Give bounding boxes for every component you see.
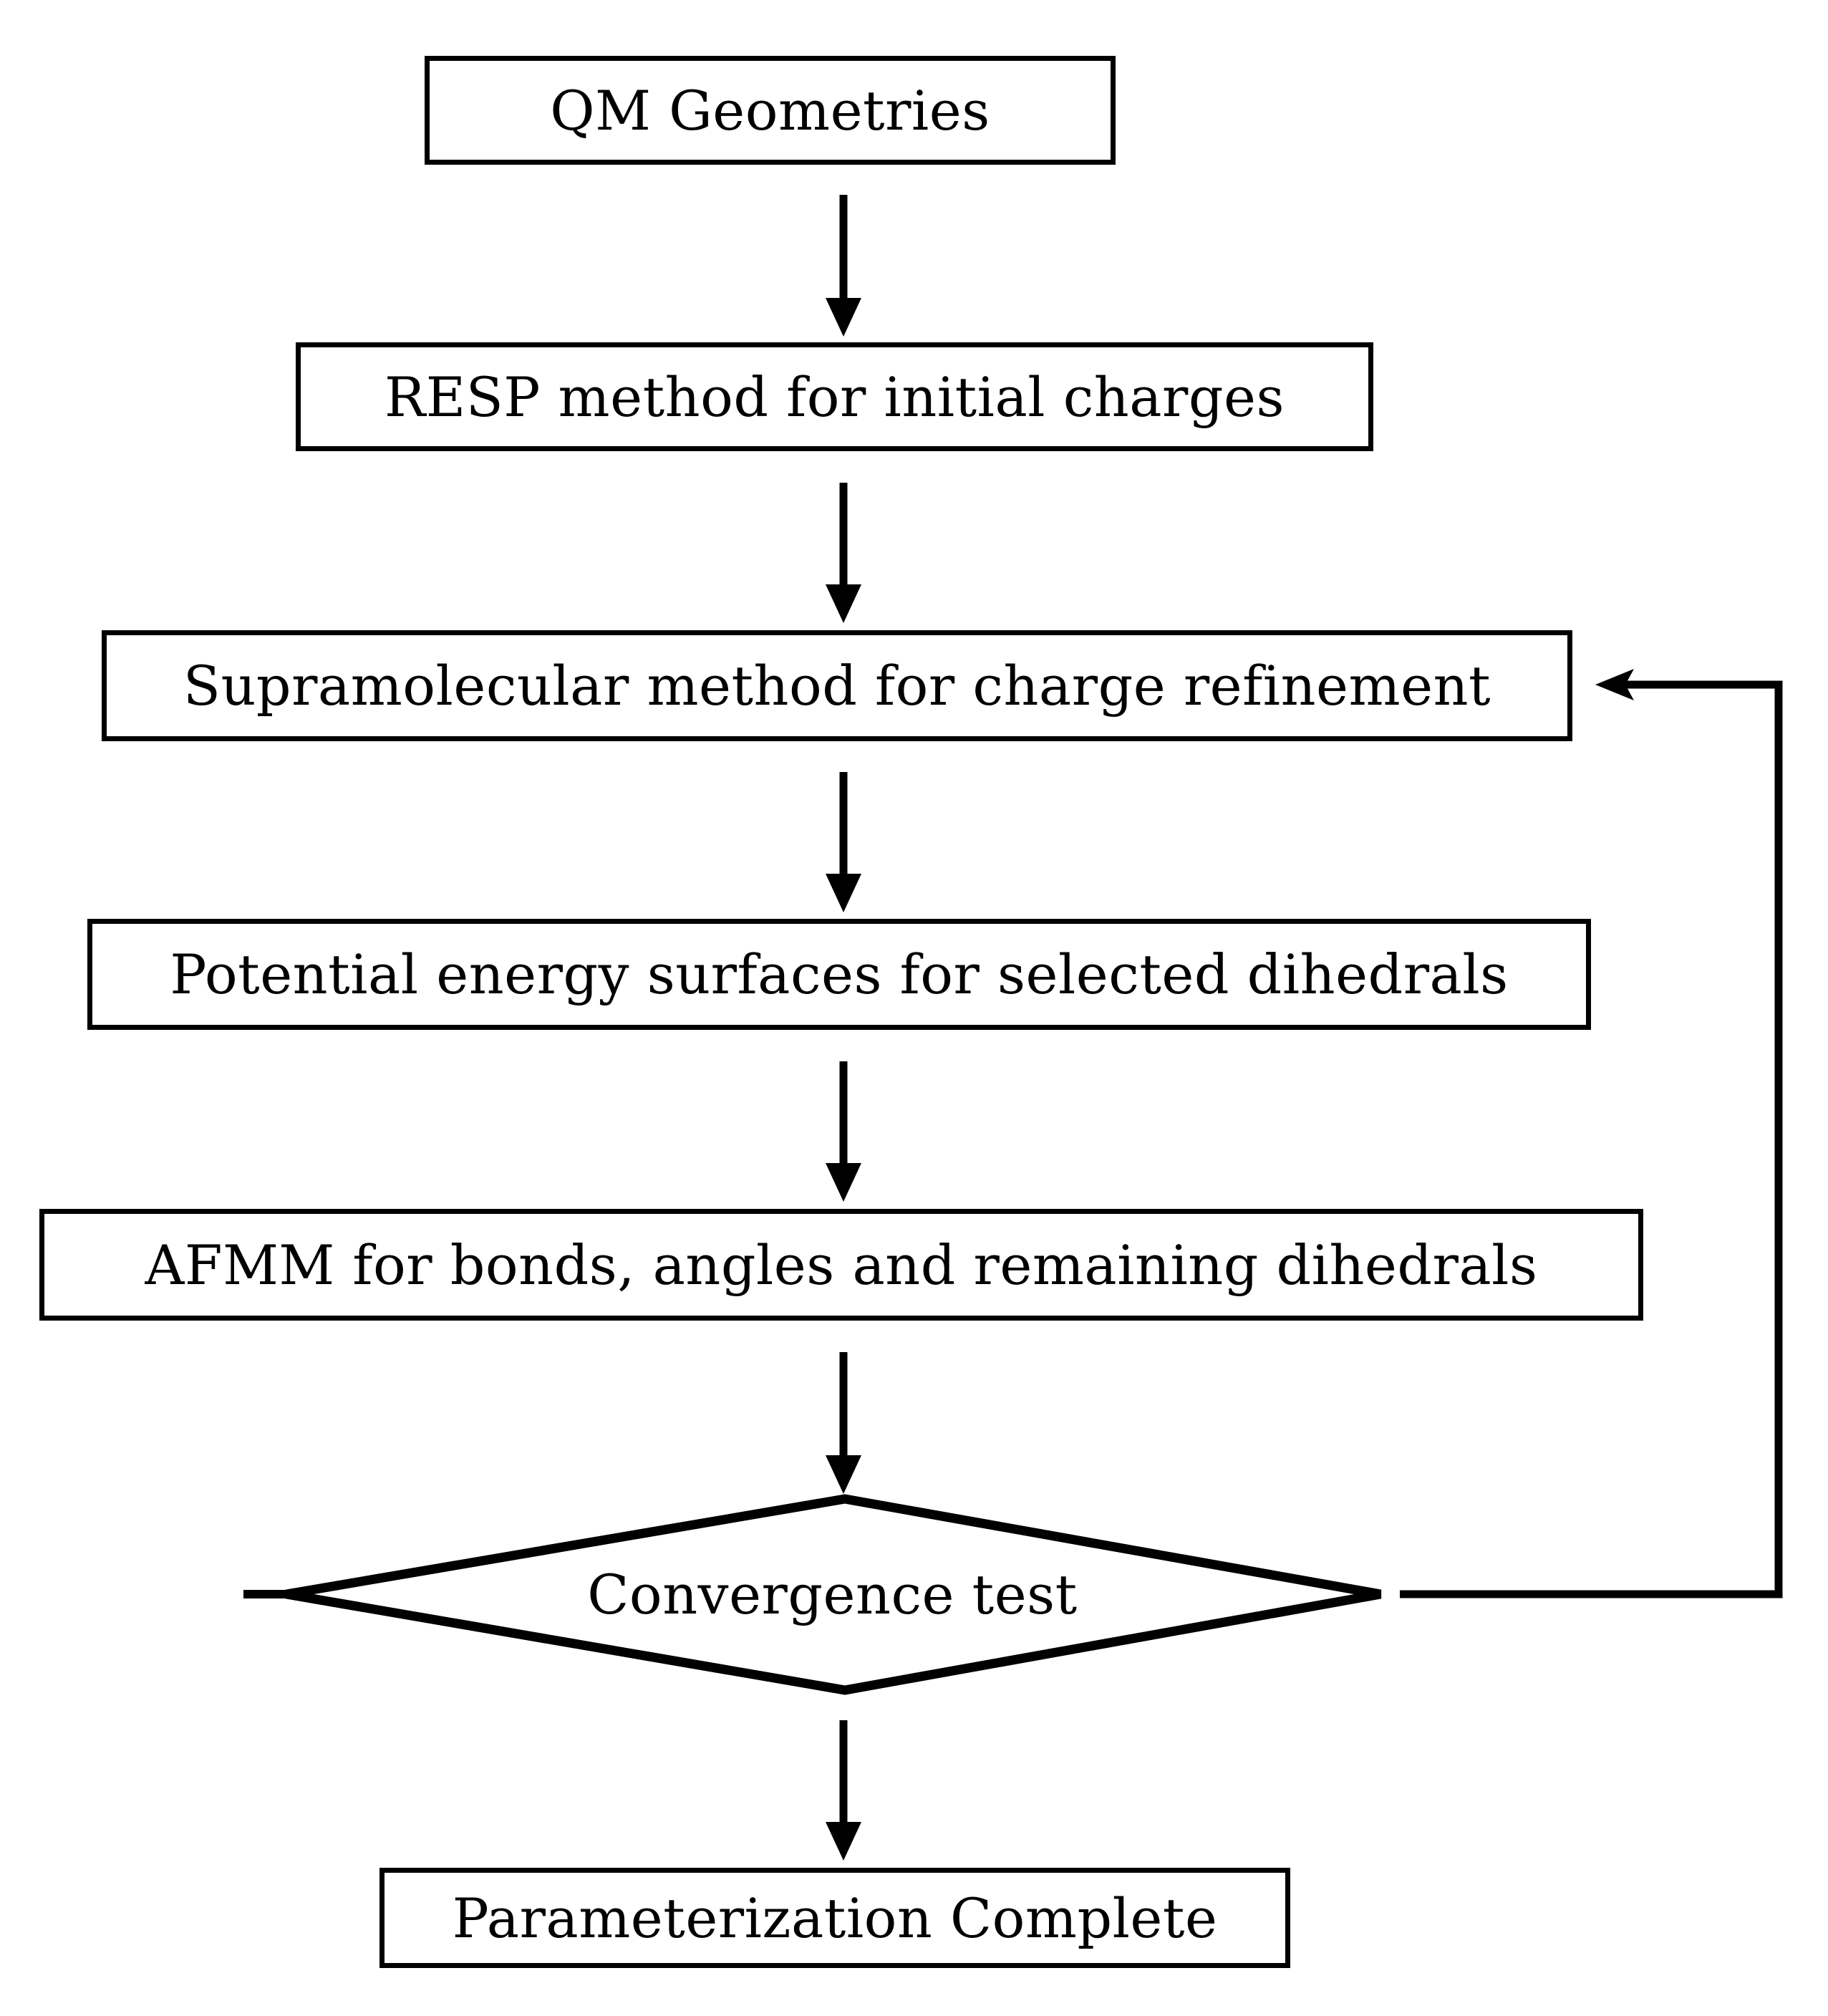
node-parameterization-complete[interactable]: Parameterization Complete [379,1868,1290,1968]
connector-afmm-to-test [826,1352,861,1494]
node-label-convergence-test: Convergence test [587,1563,1078,1626]
node-potential-energy-surfaces[interactable]: Potential energy surfaces for selected d… [87,919,1591,1030]
connector-qm-to-resp [826,195,861,337]
node-qm-geometries[interactable]: QM Geometries [425,56,1116,165]
decision-diamond-outline [243,1494,1382,1695]
node-supramolecular-method[interactable]: Supramolecular method for charge refinem… [102,630,1572,741]
connector-resp-to-supra [826,483,861,623]
node-label-parameterization-complete: Parameterization Complete [452,1886,1218,1950]
node-label-potential-energy-surfaces: Potential energy surfaces for selected d… [170,942,1509,1006]
node-label-afmm: AFMM for bonds, angles and remaining dih… [145,1233,1538,1297]
node-label-qm-geometries: QM Geometries [550,78,990,143]
node-afmm[interactable]: AFMM for bonds, angles and remaining dih… [39,1209,1643,1321]
connector-supra-to-pes [826,772,861,912]
node-convergence-test[interactable]: Convergence test [283,1499,1382,1690]
connector-test-to-complete [826,1720,861,1861]
node-resp-method[interactable]: RESP method for initial charges [296,342,1373,451]
connector-pes-to-afmm [826,1061,861,1202]
node-label-resp-method: RESP method for initial charges [385,365,1285,429]
connector-feedback-loop [1400,669,1783,1598]
node-label-supramolecular-method: Supramolecular method for charge refinem… [183,654,1491,718]
